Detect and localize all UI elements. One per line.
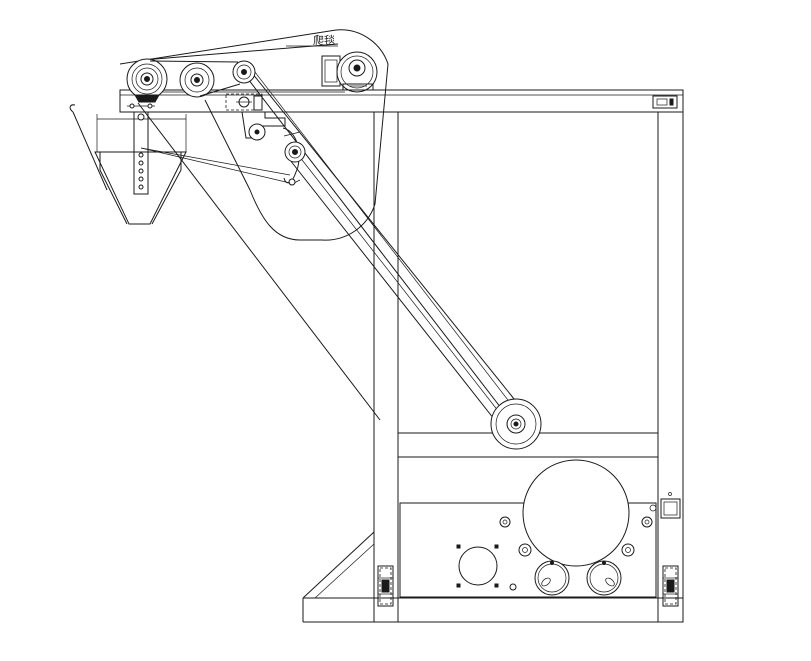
dial-left (534, 560, 570, 596)
control-panel (399, 459, 657, 598)
roller-bracket (225, 93, 263, 111)
foot-left (377, 565, 394, 607)
guide-arc (119, 29, 389, 241)
large-roller (522, 459, 630, 567)
long-belt (137, 62, 532, 434)
roller-belt (149, 60, 241, 97)
label-text: 爬毯 (313, 33, 335, 47)
limit-switch (652, 95, 678, 109)
upper-roller (126, 58, 168, 103)
tension-roller (232, 60, 256, 84)
lower-pulley (490, 398, 542, 450)
sensor-box (649, 492, 681, 519)
hopper (69, 103, 291, 225)
roller-two (179, 62, 215, 98)
motor (321, 51, 378, 93)
label-callout: 爬毯 (286, 33, 338, 47)
main-frame (119, 89, 684, 623)
foot-right (662, 565, 679, 607)
top-belt (142, 43, 345, 93)
dial-right (586, 560, 622, 596)
motor-port (458, 546, 498, 586)
